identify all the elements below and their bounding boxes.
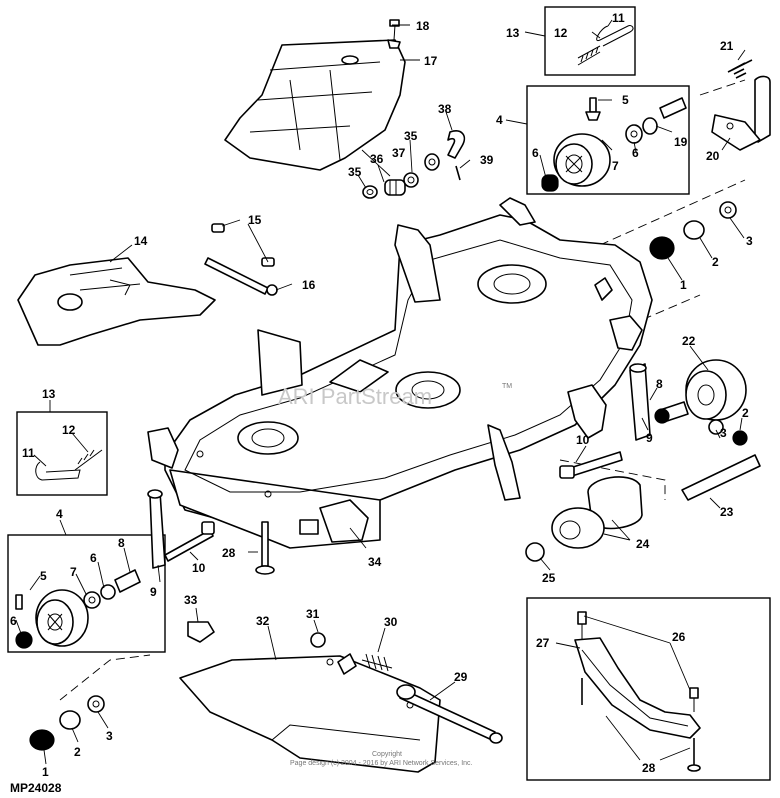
mower-deck (147, 197, 653, 549)
callout-label: 6 (632, 146, 639, 160)
callout-label: 5 (622, 93, 629, 107)
callout-label: 13 (42, 387, 56, 401)
callout-label: 33 (184, 593, 198, 607)
callout-label: 24 (636, 537, 650, 551)
callout-label: 34 (368, 555, 382, 569)
callout-label: 32 (256, 614, 270, 628)
figure-id: MP24028 (10, 781, 62, 795)
left-pins (147, 489, 275, 575)
copyright-line: Page design (c) 2004 - 2016 by ARI Netwo… (290, 760, 473, 767)
callout-label: 27 (536, 636, 550, 650)
callout-label: 3 (106, 729, 113, 743)
callout-label: 28 (222, 546, 236, 560)
roller-parts-right (649, 201, 737, 260)
callout-label: 2 (712, 255, 719, 269)
gauge-wheel-right (559, 359, 748, 479)
callout-label: 13 (506, 26, 520, 40)
callout-label: 7 (70, 565, 77, 579)
callout-label: 2 (74, 745, 81, 759)
callout-label: 5 (40, 569, 47, 583)
box-13-top (544, 6, 636, 76)
spindle-hardware (362, 130, 466, 199)
callout-label: 10 (192, 561, 206, 575)
callout-label: 6 (90, 551, 97, 565)
callout-label: 9 (646, 431, 653, 445)
box-13-left (16, 411, 108, 496)
callout-label: 37 (392, 146, 406, 160)
callout-label: 11 (22, 446, 35, 460)
callout-label: 4 (496, 113, 503, 127)
leader-lines (15, 19, 746, 765)
callout-label: 16 (302, 278, 316, 292)
callout-label: 15 (248, 213, 262, 227)
callout-label: 35 (348, 165, 362, 179)
callout-label: 35 (404, 129, 418, 143)
spring-rod (310, 632, 503, 744)
callout-label: 28 (642, 761, 656, 775)
callout-label: 10 (576, 433, 590, 447)
callout-label: 12 (554, 26, 568, 40)
callout-label: 26 (672, 630, 686, 644)
callout-label: 2 (742, 406, 749, 420)
callout-label: 36 (370, 152, 384, 166)
callout-label: 20 (706, 149, 720, 163)
callout-label: 1 (42, 765, 49, 779)
bracket-20-21 (711, 59, 771, 151)
bottom-shield (179, 655, 441, 773)
callout-label: 29 (454, 670, 468, 684)
roller-assembly (525, 454, 761, 562)
hanger-rod (204, 223, 278, 296)
callout-label: 3 (746, 234, 753, 248)
callout-label: 1 (680, 278, 687, 292)
callout-label: 12 (62, 423, 76, 437)
watermark-tm: TM (502, 383, 512, 390)
box-4-left (7, 534, 166, 653)
callout-label: 21 (720, 39, 734, 53)
callout-label: 6 (10, 614, 17, 628)
callout-label: 38 (438, 102, 452, 116)
callout-label: 8 (118, 536, 125, 550)
callout-label: 3 (720, 426, 727, 440)
callout-label: 30 (384, 615, 398, 629)
callout-label: 18 (416, 19, 430, 33)
callout-label: 7 (612, 159, 619, 173)
callout-label: 11 (612, 11, 625, 25)
callout-label: 17 (424, 54, 438, 68)
side-shield (17, 257, 216, 346)
callout-label: 23 (720, 505, 734, 519)
callout-label: 31 (306, 607, 320, 621)
callout-label: 39 (480, 153, 494, 167)
callout-label: 9 (150, 585, 157, 599)
watermark: ARI PartStream (278, 384, 432, 409)
clip (187, 621, 215, 643)
callout-label: 6 (532, 146, 539, 160)
callouts: 18 17 13 12 11 21 4 5 38 35 37 36 35 39 … (10, 11, 753, 779)
callout-label: 25 (542, 571, 556, 585)
callout-label: 14 (134, 234, 148, 248)
callout-label: 22 (682, 334, 696, 348)
callout-label: 19 (674, 135, 688, 149)
top-shield (224, 19, 406, 171)
callout-label: 4 (56, 507, 63, 521)
box-4-top (526, 85, 690, 195)
roller-parts-left (29, 695, 105, 751)
box-bracket (526, 597, 771, 781)
copyright-title: Copyright (372, 751, 402, 758)
callout-label: 8 (656, 377, 663, 391)
